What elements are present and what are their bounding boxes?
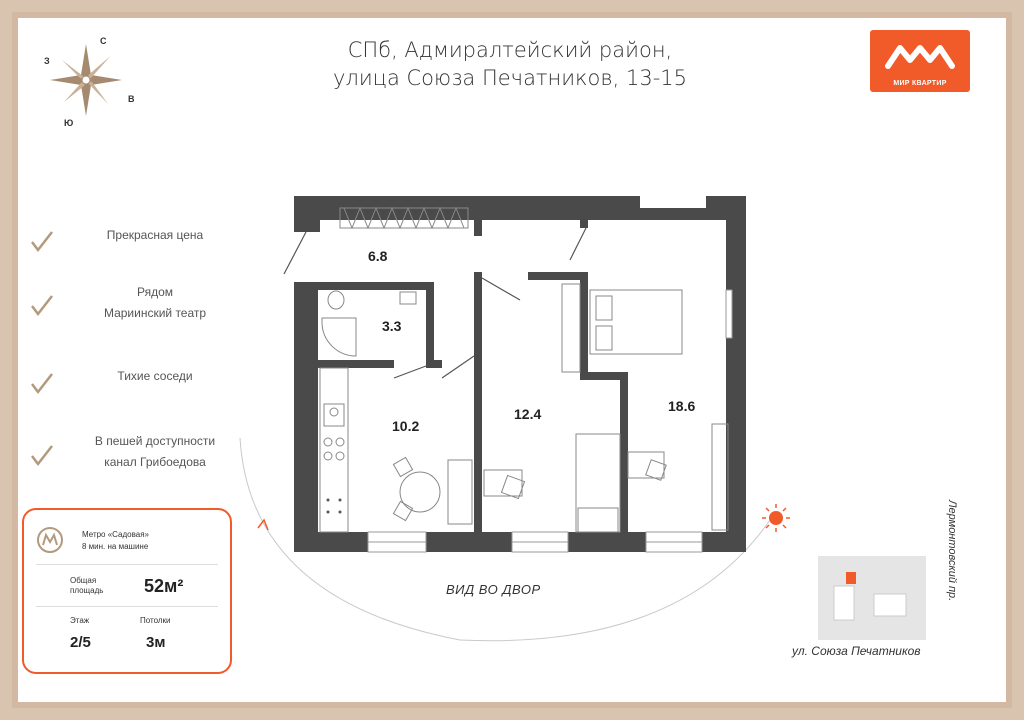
arc-arrow-icon	[257, 518, 269, 531]
floor-label: Этаж	[70, 616, 90, 625]
address-line-2: улица Союза Печатников, 13-15	[332, 66, 688, 90]
feature-text: Мариинский театр	[103, 306, 207, 320]
walls	[294, 196, 746, 552]
stove-dots	[326, 498, 342, 514]
brand-logo: МИР КВАРТИР	[870, 30, 970, 92]
card-divider	[36, 606, 218, 607]
room1-furniture	[483, 433, 621, 533]
bath-fixtures	[321, 290, 417, 357]
area-label: Общая	[70, 576, 97, 585]
metro-icon	[37, 527, 63, 553]
ceiling-value: 3м	[146, 634, 166, 651]
feature-text: Тихие соседи	[117, 369, 193, 383]
street-right: Лермонтовский пр.	[946, 500, 958, 602]
room-area-hall: 6.8	[368, 248, 388, 264]
brand-name: МИР КВАРТИР	[893, 80, 947, 87]
room-area-room2: 18.6	[668, 398, 696, 414]
compass-north-label: С	[100, 36, 107, 46]
area-label: площадь	[70, 586, 104, 595]
moon-icon	[238, 424, 258, 450]
address-title: СПб, Адмиралтейский район, улица Союза П…	[300, 36, 720, 92]
feature-text: Рядом	[136, 285, 174, 299]
feature-text: В пешей доступности	[94, 434, 216, 448]
street-bottom: ул. Союза Печатников	[792, 644, 921, 658]
sun-icon	[762, 504, 790, 532]
compass-east-label: В	[128, 94, 135, 104]
feature-text: Прекрасная цена	[106, 228, 204, 242]
view-label: ВИД ВО ДВОР	[446, 582, 541, 597]
feature-item: Прекрасная цена	[28, 222, 238, 272]
doors	[283, 227, 587, 379]
check-icon	[31, 373, 53, 395]
area-value: 52м²	[144, 576, 184, 596]
mk-logo-icon	[885, 45, 955, 69]
card-divider	[36, 564, 218, 565]
feature-item: Рядом Мариинский театр	[28, 282, 238, 332]
compass: С З В Ю	[30, 28, 140, 128]
location-map	[818, 556, 926, 640]
info-card: Метро «Садовая» 8 мин. на машине Общая п…	[22, 508, 232, 674]
compass-rose-icon	[50, 44, 122, 116]
metro-station: Метро «Садовая»	[82, 530, 149, 539]
room-area-room1: 12.4	[514, 406, 542, 422]
feature-item: В пешей доступности канал Грибоедова	[28, 430, 238, 480]
feature-text: канал Грибоедова	[104, 455, 206, 469]
compass-south-label: Ю	[64, 118, 74, 128]
check-icon	[31, 231, 53, 253]
feature-item: Тихие соседи	[28, 364, 238, 414]
ceiling-label: Потолки	[140, 616, 171, 625]
room2-furniture	[561, 283, 729, 531]
room-area-kitchen: 10.2	[392, 418, 420, 434]
metro-travel-time: 8 мин. на машине	[82, 542, 149, 551]
hall-wardrobe	[339, 206, 469, 230]
windows	[367, 196, 733, 553]
floor-value: 2/5	[70, 634, 91, 651]
check-icon	[31, 445, 53, 467]
check-icon	[31, 295, 53, 317]
room-area-bath: 3.3	[382, 318, 402, 334]
address-line-1: СПб, Адмиралтейский район,	[347, 38, 673, 62]
kitchen-fixtures	[319, 367, 473, 533]
compass-west-label: З	[44, 56, 50, 66]
